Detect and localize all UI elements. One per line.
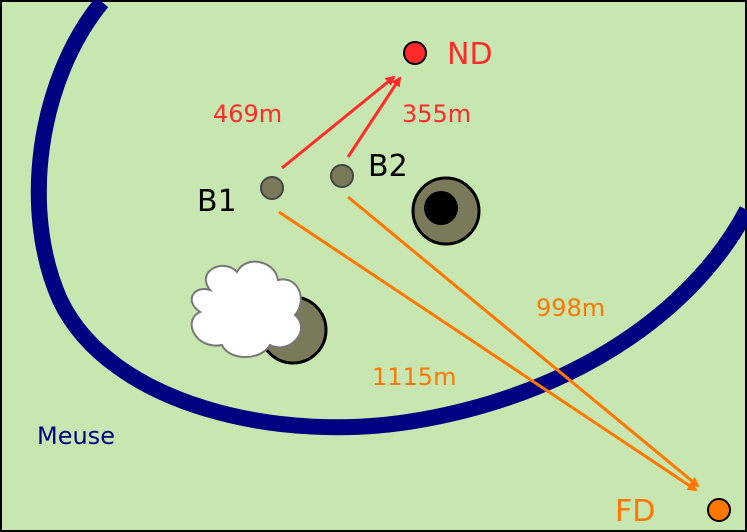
distance-b2-fd: 998m [536,294,605,322]
river-label: Meuse [37,422,115,450]
reactor-b2 [330,164,354,188]
reactor-b1 [260,176,284,200]
path-b2-fd [347,195,700,488]
path-b1-fd [278,210,698,492]
steam-cloud [190,260,303,358]
river-meuse [30,0,747,436]
distance-b1-nd: 469m [213,100,282,128]
path-b2-nd [346,76,402,158]
far-detector-label: FD [615,494,655,529]
distance-b1-fd: 1115m [372,363,456,391]
reactor-b1-label: B1 [197,184,237,219]
near-detector-label: ND [447,37,493,72]
path-b1-nd [281,75,396,170]
far-detector-marker [707,498,731,522]
reactor-b2-label: B2 [368,149,408,184]
distance-b2-nd: 355m [402,100,471,128]
cooling-tower-right [411,176,481,246]
near-detector-marker [403,41,427,65]
